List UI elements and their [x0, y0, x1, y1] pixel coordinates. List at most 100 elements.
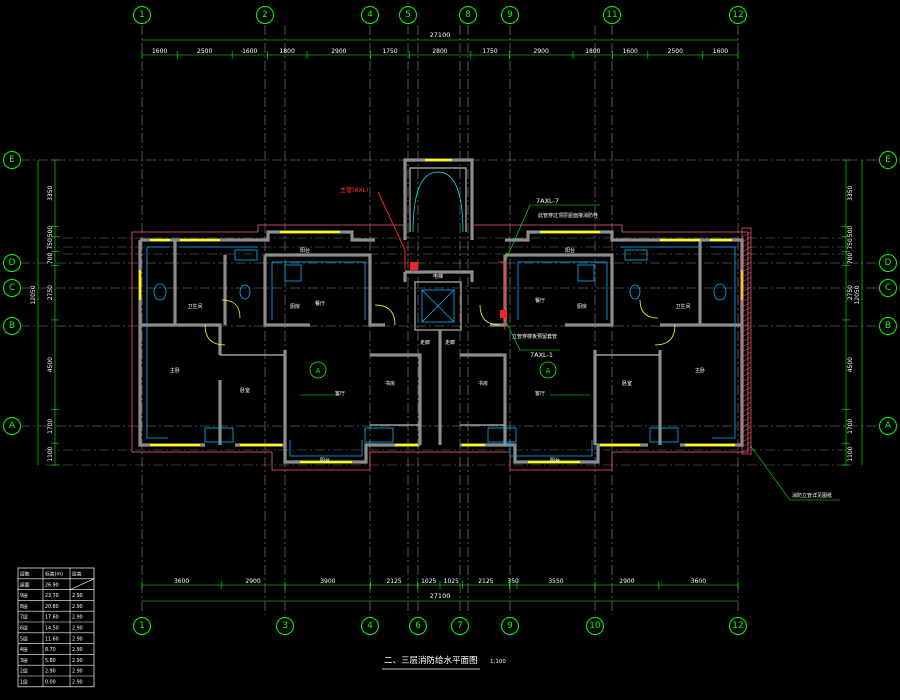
- bottom-dimension-segment: 1025: [444, 578, 459, 585]
- axis-bubble-bottom: 1: [133, 617, 151, 635]
- riser-marker: [500, 310, 507, 318]
- axis-bubble-bottom-label: 4: [367, 621, 373, 631]
- bottom-dimension-segment: 2900: [619, 578, 634, 585]
- axis-bubble-left-circle: [3, 317, 21, 335]
- axis-bubble-bottom-label: 7: [457, 621, 463, 631]
- axis-bubble-top: 5: [399, 6, 417, 24]
- riser-note-bottom: 立管穿楼板预留套管: [512, 333, 557, 340]
- table-cell: 2.90: [72, 615, 83, 621]
- axis-bubble-top-label: 2: [262, 10, 268, 20]
- table-cell: 20.80: [45, 604, 59, 610]
- bottom-dimension-segment: 2125: [478, 578, 493, 585]
- axis-bubble-left: E: [3, 151, 21, 169]
- bottom-dimension-segment: 3600: [691, 578, 706, 585]
- kitchen-sink-right: [577, 264, 595, 282]
- building-plan: [131, 158, 752, 471]
- table-cell: 2.90: [45, 669, 56, 675]
- axis-bubble-bottom: 4: [361, 617, 379, 635]
- axis-bubble-right-label: D: [885, 258, 892, 268]
- left-dimension-segment: 1100: [47, 446, 54, 461]
- top-dimension-segment: 1600: [152, 48, 167, 55]
- room-label: 主卧: [695, 367, 705, 374]
- axis-bubble-right-label: C: [885, 283, 891, 293]
- room-label: 走廊: [445, 339, 455, 346]
- room-label: 书房: [478, 380, 488, 387]
- axis-bubble-top-circle: [399, 6, 417, 24]
- table-cell: 8层: [20, 604, 28, 610]
- fire-hydrant-marker: [410, 262, 418, 270]
- axis-bubble-left-circle: [3, 417, 21, 435]
- axis-bubble-top-circle: [729, 6, 747, 24]
- bottom-dimension-segment: 1025: [421, 578, 436, 585]
- table-border: [17, 567, 95, 688]
- table-diagonal: [69, 578, 95, 590]
- hatch-line: [741, 431, 752, 438]
- table-header-cell: 层数: [20, 571, 30, 578]
- hatch-line: [741, 436, 752, 443]
- hatch-line: [741, 291, 752, 298]
- room-label: 卧室: [622, 380, 632, 387]
- hatch-line: [741, 381, 752, 388]
- side-note: 消防立管详见图纸: [792, 492, 832, 499]
- axis-bubble-top: 4: [361, 6, 379, 24]
- bottom-total-dimension: 27100: [430, 592, 451, 600]
- left-dimension-segment: 500: [47, 226, 54, 238]
- drawing-title: 二、三层消防给水平面图: [384, 655, 478, 666]
- top-dimension-segment: 2800: [432, 48, 447, 55]
- right-dimension-segment: 1700: [847, 418, 854, 433]
- right-dimension-segment: 3350: [847, 185, 854, 200]
- table-cell: 2.90: [72, 669, 83, 675]
- axis-bubble-right-circle: [879, 151, 897, 169]
- bottom-dimension-segment: 2125: [386, 578, 401, 585]
- right-dimension-segment: 500: [847, 226, 854, 238]
- axis-bubble-top-label: 11: [606, 10, 617, 20]
- axis-bubble-right-circle: [879, 254, 897, 272]
- hatch-line: [741, 286, 752, 293]
- hatch-line: [741, 421, 752, 428]
- axis-bubble-right-label: B: [885, 321, 891, 331]
- axis-bubble-left-circle: [3, 279, 21, 297]
- axis-bubble-top-label: 12: [732, 10, 743, 20]
- table-cell: 11.60: [45, 636, 59, 642]
- left-dimension-segment: 700: [47, 252, 54, 264]
- table-cell: 2.90: [72, 680, 83, 686]
- table-cell: 2.90: [72, 626, 83, 632]
- axis-bubble-top-circle: [361, 6, 379, 24]
- hatch-line: [741, 321, 752, 328]
- top-dimension-segment: 2500: [668, 48, 683, 55]
- right-dimension-segment: 700: [847, 252, 854, 264]
- hatch-line: [741, 341, 752, 348]
- axis-bubble-right-circle: [879, 279, 897, 297]
- hatch-line: [741, 391, 752, 398]
- hatch-line: [741, 351, 752, 358]
- toilet-left: [153, 283, 167, 301]
- hatch-line: [741, 246, 752, 253]
- hatch-line: [741, 406, 752, 413]
- riser-label-bottom: 7AXL-1: [530, 351, 553, 359]
- axis-bubble-bottom: 10: [586, 617, 604, 635]
- table-cell: 2.90: [72, 658, 83, 664]
- left-dimension-segment: 4500: [47, 357, 54, 372]
- axis-bubble-bottom-circle: [729, 617, 747, 635]
- table-cell: 7层: [20, 615, 28, 621]
- axis-bubble-right-label: E: [885, 155, 891, 165]
- axis-bubble-bottom-label: 3: [282, 621, 288, 631]
- hatch-line: [741, 266, 752, 273]
- right-total-dimension: 12050: [854, 285, 861, 304]
- table-cell: 2层: [20, 669, 28, 675]
- axis-bubble-top-circle: [603, 6, 621, 24]
- table-cell: 1层: [20, 680, 28, 686]
- hatch-line: [741, 276, 752, 283]
- table-cell: 26.90: [45, 582, 59, 588]
- axis-bubble-top: 1: [133, 6, 151, 24]
- axis-bubble-bottom: 7: [451, 617, 469, 635]
- hatch-line: [741, 361, 752, 368]
- hatch-line: [741, 401, 752, 408]
- room-label: 餐厅: [315, 300, 325, 307]
- axis-bubble-left-label: B: [9, 321, 15, 331]
